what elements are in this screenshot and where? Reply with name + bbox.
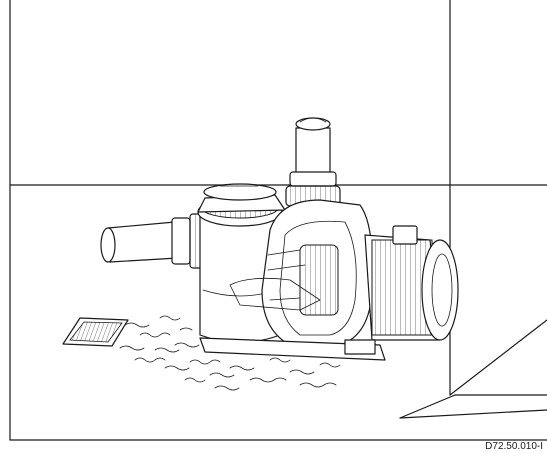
pump-base <box>199 337 386 361</box>
outlet-pipe <box>285 117 341 207</box>
motor <box>364 225 459 341</box>
inlet-pipe <box>100 213 205 269</box>
floor-drain-grate <box>62 317 129 347</box>
room-walls <box>9 0 547 441</box>
water-spill <box>119 315 341 391</box>
pump-body <box>229 199 374 346</box>
reference-code: D72.50.010-I <box>485 441 543 452</box>
